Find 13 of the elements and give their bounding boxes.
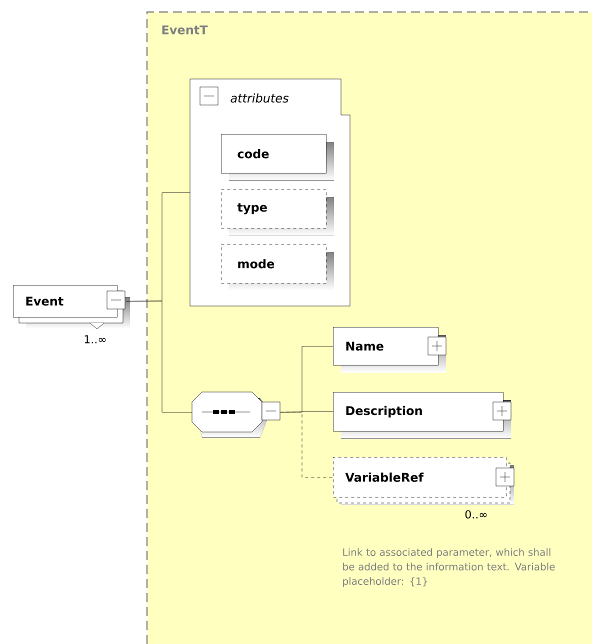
element-box: Name	[333, 327, 446, 373]
sequence-compositor	[192, 392, 280, 438]
connector-line	[280, 412, 334, 478]
element-box: Event	[13, 285, 130, 330]
element-box: VariableRef	[333, 457, 514, 505]
connector-line	[126, 300, 192, 412]
attribute-box: code	[221, 134, 334, 181]
attribute-box: type	[221, 189, 334, 236]
annotation-text: Link to associated parameter, which shall be added to the information text. Variable placeholder: {1}	[343, 548, 555, 587]
cardinality-label: 0..∞	[465, 510, 487, 519]
attribute-box: mode	[221, 244, 334, 291]
element-box: Description	[333, 392, 512, 439]
cardinality-label: 1..∞	[84, 335, 106, 344]
